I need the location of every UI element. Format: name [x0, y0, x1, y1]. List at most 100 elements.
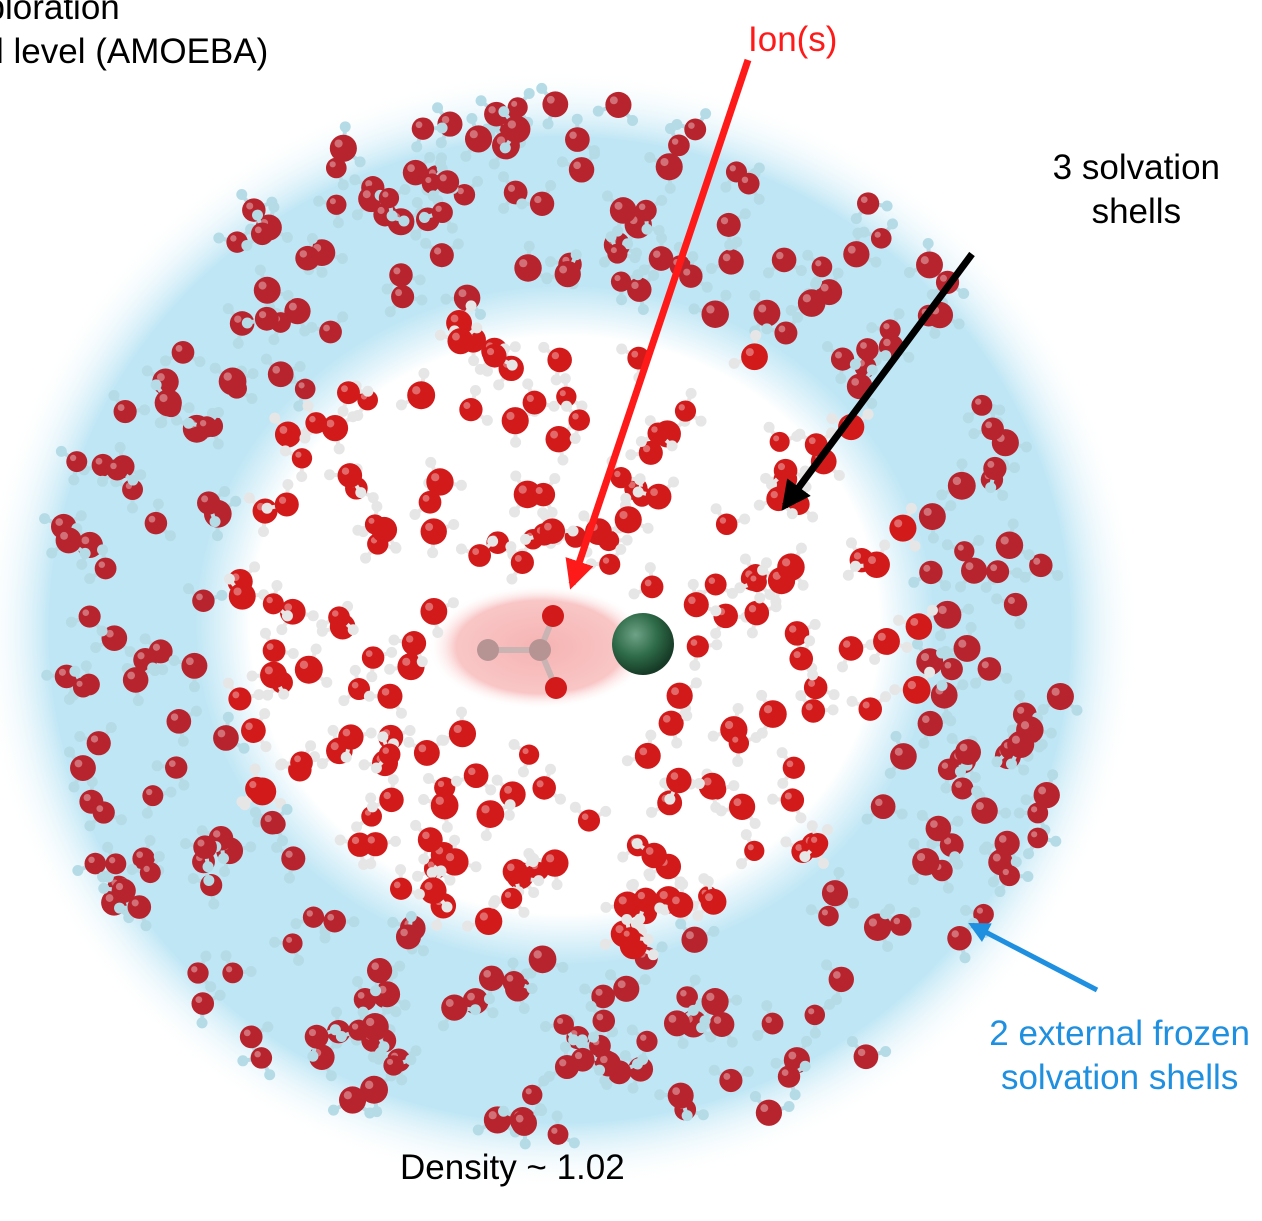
water-molecule-icon: [994, 865, 1034, 898]
water-molecule-icon: [836, 636, 877, 673]
frozen-shells-label: 2 external frozen solvation shells: [989, 1012, 1250, 1100]
water-molecule-icon: [1022, 827, 1062, 860]
water-molecule-icon: [821, 866, 860, 909]
water-molecule-icon: [849, 338, 892, 370]
water-molecule-icon: [785, 276, 826, 317]
water-molecule-icon: [271, 841, 306, 884]
water-molecule-icon: [537, 507, 579, 544]
carbon-atom: [477, 639, 499, 661]
water-molecule-icon: [324, 463, 367, 499]
water-molecule-icon: [160, 341, 206, 368]
water-molecule-icon: [626, 1024, 658, 1065]
water-molecule-icon: [763, 421, 803, 452]
water-molecule-icon: [520, 945, 569, 980]
water-molecule-icon: [455, 535, 499, 567]
ions-label: Ion(s): [748, 20, 838, 59]
water-molecule-icon: [395, 911, 429, 957]
solvation-label-line1: 3 solvation: [1052, 148, 1220, 187]
water-molecule-icon: [843, 227, 882, 268]
water-molecule-icon: [626, 879, 658, 925]
water-molecule-icon: [441, 834, 482, 876]
water-molecule-icon: [249, 803, 293, 835]
water-molecule-icon: [879, 906, 921, 936]
water-molecule-icon: [849, 539, 891, 578]
title-partial-line2: l level (AMOEBA): [0, 32, 269, 71]
water-molecule-icon: [686, 635, 723, 671]
water-molecule-icon: [795, 690, 839, 723]
water-molecule-icon: [316, 724, 353, 770]
water-molecule-icon: [869, 628, 913, 665]
water-molecule-icon: [940, 621, 981, 662]
water-molecule-icon: [547, 1110, 580, 1149]
frozen-label-line2: solvation shells: [1000, 1058, 1239, 1097]
water-molecule-icon: [460, 112, 493, 162]
water-molecule-icon: [335, 1006, 370, 1043]
water-molecule-icon: [418, 791, 459, 833]
water-molecule-icon: [683, 578, 722, 618]
water-molecule-icon: [635, 422, 678, 452]
density-label: Density ~ 1.02: [400, 1148, 625, 1187]
water-molecule-icon: [126, 850, 165, 884]
water-molecule-icon: [983, 456, 1020, 494]
water-molecule-icon: [861, 794, 908, 825]
water-molecule-icon: [918, 500, 957, 544]
water-molecule-icon: [55, 445, 88, 486]
water-molecule-icon: [476, 799, 516, 842]
water-molecule-icon: [654, 1082, 694, 1122]
water-molecule-icon: [675, 918, 720, 953]
water-molecule-icon: [389, 864, 425, 900]
water-molecule-icon: [538, 341, 572, 386]
water-molecule-icon: [565, 113, 600, 157]
water-molecule-icon: [241, 708, 272, 753]
water-molecule-icon: [213, 223, 257, 253]
ions-arrow: [565, 58, 752, 590]
water-molecule-icon: [46, 527, 91, 559]
water-molecule-icon: [585, 1000, 616, 1043]
water-molecule-icon: [110, 476, 144, 514]
water-molecule-icon: [971, 785, 1012, 824]
oxygen-atom: [545, 677, 567, 699]
solvation-arrow: [781, 251, 975, 511]
water-molecule-icon: [474, 343, 518, 375]
water-molecule-icon: [319, 909, 360, 944]
chloride-ion-icon: [612, 613, 674, 675]
water-molecule-icon: [628, 562, 664, 600]
water-molecule-icon: [253, 264, 294, 304]
title-partial-line1: xploration: [0, 0, 120, 27]
water-molecule-icon: [728, 731, 762, 767]
water-molecule-icon: [306, 311, 349, 344]
water-molecule-icon: [664, 767, 705, 805]
carbon-atom: [529, 639, 551, 661]
water-molecule-icon: [84, 801, 127, 832]
water-molecule-icon: [151, 756, 190, 791]
water-molecule-icon: [381, 263, 426, 295]
water-molecule-icon: [728, 329, 768, 371]
water-molecule-icon: [601, 190, 637, 237]
water-molecule-icon: [63, 665, 94, 705]
water-molecule-icon: [241, 209, 274, 251]
water-molecule-icon: [180, 835, 217, 873]
water-molecule-icon: [846, 1036, 892, 1070]
water-molecule-icon: [777, 1060, 811, 1101]
water-molecule-icon: [752, 1000, 784, 1041]
water-molecule-icon: [556, 373, 588, 412]
water-molecule-icon: [375, 1046, 417, 1076]
water-molecule-icon: [821, 959, 854, 1006]
water-molecule-icon: [269, 933, 305, 966]
water-molecule-icon: [614, 492, 654, 534]
water-molecule-icon: [295, 232, 328, 278]
water-molecule-icon: [384, 285, 428, 318]
water-molecule-icon: [679, 251, 713, 293]
water-molecule-icon: [605, 969, 651, 1002]
water-molecule-icon: [403, 734, 450, 766]
water-molecule-icon: [893, 604, 938, 640]
water-molecule-icon: [279, 445, 313, 482]
water-molecule-icon: [532, 763, 566, 805]
water-molecule-icon: [968, 404, 1004, 441]
water-molecule-icon: [246, 661, 290, 700]
water-molecule-icon: [735, 829, 765, 870]
water-molecule-icon: [420, 597, 459, 638]
water-molecule-icon: [708, 1064, 754, 1093]
water-molecule-icon: [620, 913, 654, 948]
